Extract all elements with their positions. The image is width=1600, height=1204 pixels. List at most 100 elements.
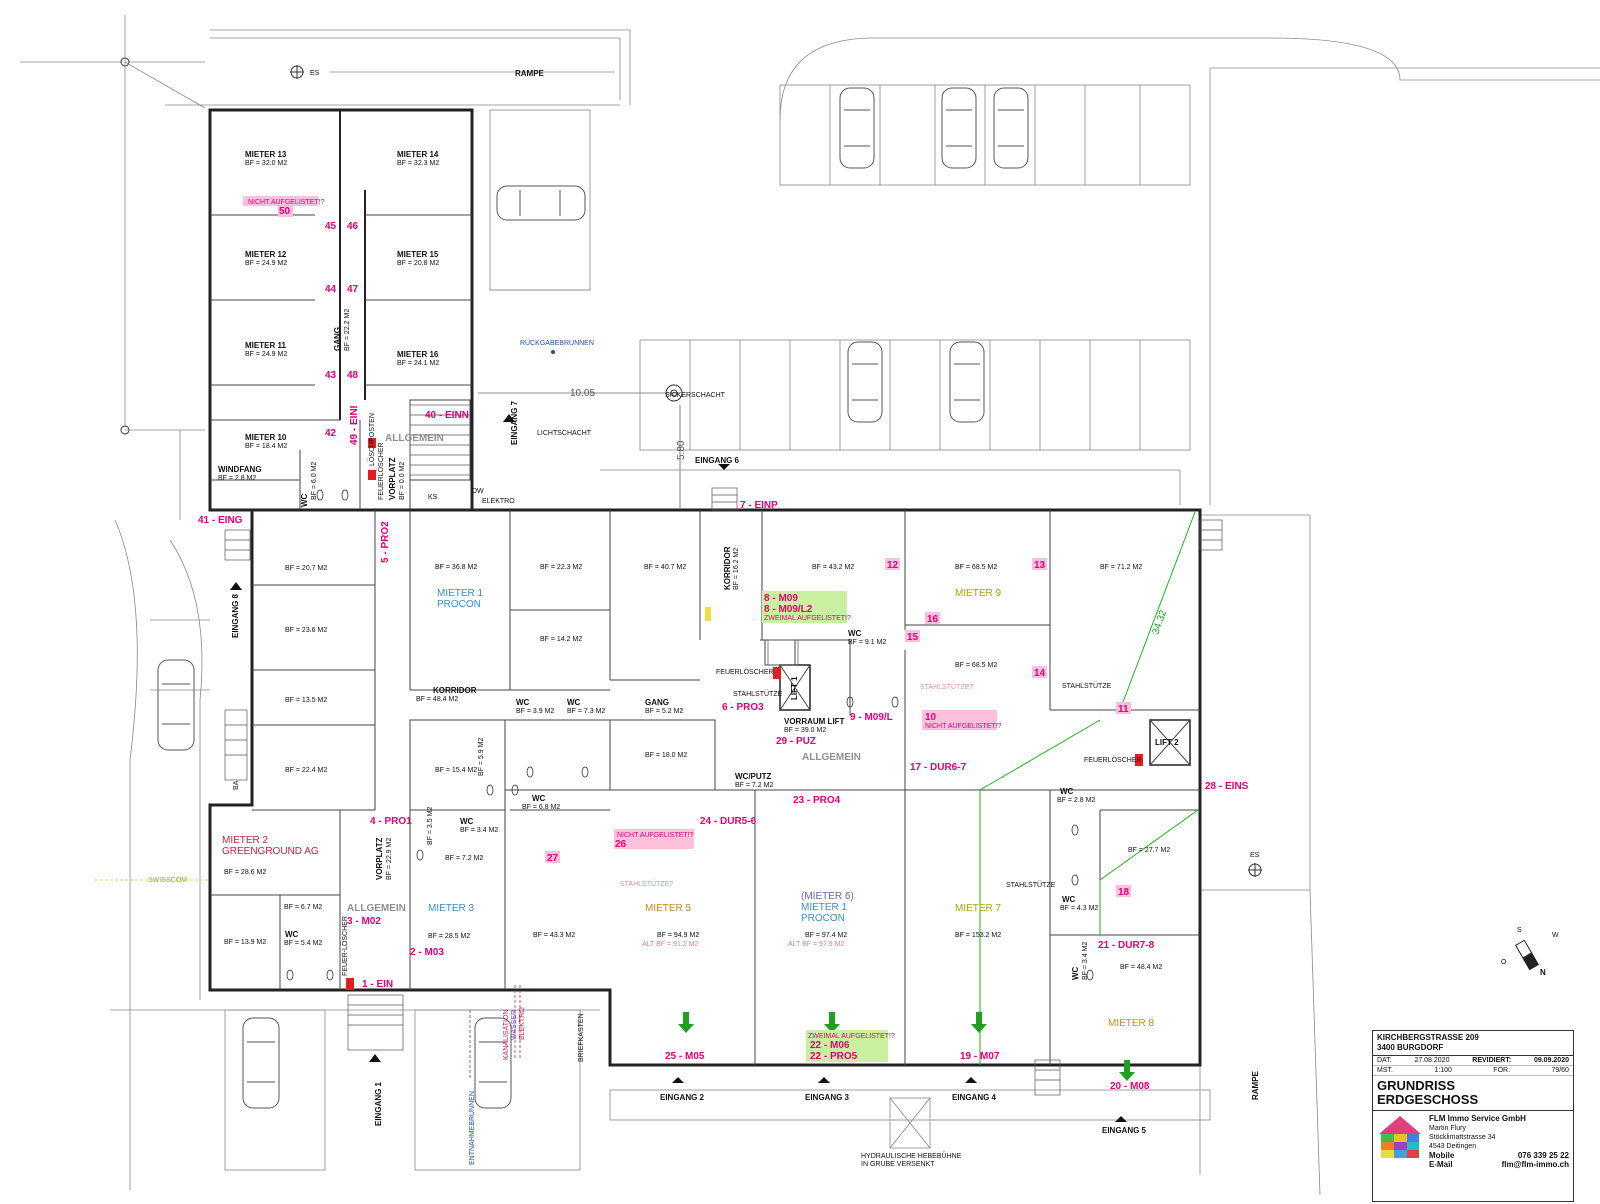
room-name: WC bbox=[848, 629, 862, 638]
compass-n: N bbox=[1540, 968, 1546, 977]
access-marker: 7 - EINP bbox=[740, 500, 778, 511]
room-name: KORRIDOR bbox=[723, 546, 732, 590]
area-label: ALT BF = 91.2 M2 bbox=[642, 941, 698, 948]
access-marker: 8 - M09/L2 bbox=[764, 604, 813, 615]
car-icon bbox=[847, 341, 883, 423]
note-text: NICHT AUFGELISTET!? bbox=[617, 832, 694, 839]
company-details: FLM Immo Service GmbH Martin Flury Stöck… bbox=[1429, 1114, 1569, 1169]
company-logo-icon bbox=[1379, 1116, 1421, 1158]
area-label: BF = 48.4 M2 bbox=[1120, 964, 1162, 971]
room-area: BF = 24.1 M2 bbox=[397, 360, 439, 367]
room-area: BF = 7.2 M2 bbox=[735, 782, 773, 789]
room-name: MIETER 14 bbox=[397, 150, 439, 159]
access-marker: 3 - M02 bbox=[347, 916, 381, 927]
arrow-down-icon bbox=[718, 464, 730, 470]
area-label: BF = 23.6 M2 bbox=[285, 627, 327, 634]
drawing-title-2: ERDGESCHOSS bbox=[1377, 1092, 1479, 1107]
door-number: 15 bbox=[907, 632, 919, 643]
room-name: WC bbox=[532, 794, 546, 803]
access-marker: 2 - M03 bbox=[410, 947, 444, 958]
room-name: WC bbox=[1062, 895, 1076, 904]
note-text: ZWEIMAL AUFGELISTET!? bbox=[808, 1033, 895, 1040]
arrow-up-icon bbox=[230, 582, 242, 590]
door-number: 50 bbox=[279, 206, 291, 217]
entnahme-label: ENTNAHMEBRUNNEN bbox=[469, 1091, 476, 1165]
door-number: 42 bbox=[325, 428, 337, 439]
elektro-conduit-label: ELEKTRO bbox=[519, 1007, 526, 1040]
access-marker: 4 - PRO1 bbox=[370, 816, 412, 827]
note-highlights bbox=[243, 196, 1143, 1062]
es-label: ES bbox=[310, 70, 320, 77]
room-name: MIETER 12 bbox=[245, 250, 287, 259]
area-label: BF = 28.6 M2 bbox=[224, 869, 266, 876]
door-number: 47 bbox=[347, 284, 359, 295]
tenant-labels: MIETER 1 PROCON MIETER 9 MIETER 2 GREENG… bbox=[222, 433, 1155, 1029]
date-value: 27.08.2020 bbox=[1414, 1057, 1450, 1064]
door-number: 46 bbox=[347, 221, 359, 232]
entrance-1-label: EINGANG 1 bbox=[374, 1081, 383, 1126]
car-icon bbox=[839, 87, 875, 169]
car-icon bbox=[496, 185, 586, 221]
annotation-notes: NICHT AUFGELISTET!? ZWEIMAL AUFGELISTET!… bbox=[248, 199, 1179, 1040]
note-text: NICHT AUFGELISTET!? bbox=[925, 723, 1002, 730]
room-labels: MIETER 13 BF = 32.0 M2 MIETER 14 BF = 32… bbox=[218, 150, 1098, 980]
access-marker: 40 - EINN bbox=[425, 410, 469, 421]
door-number: 26 bbox=[615, 839, 627, 850]
access-marker: 24 - DUR5-6 bbox=[700, 816, 757, 827]
allgemein-label: ALLGEMEIN bbox=[802, 752, 861, 763]
area-label: BF = 43.2 M2 bbox=[812, 564, 854, 571]
room-area: BF = 48.4 M2 bbox=[416, 696, 458, 703]
area-label: BF = 6.7 M2 bbox=[284, 904, 322, 911]
room-name: VORPLATZ bbox=[388, 457, 397, 500]
room-name: WC bbox=[516, 698, 530, 707]
tenant-name: MIETER 1 bbox=[801, 902, 848, 913]
room-name: GANG bbox=[333, 327, 342, 351]
entrance-8-label: EINGANG 8 bbox=[231, 593, 240, 638]
briefkasten-label: BRIEFKASTEN bbox=[578, 1013, 585, 1062]
access-marker: 22 - M06 bbox=[810, 1040, 850, 1051]
room-area: BF = 4.3 M2 bbox=[1060, 905, 1098, 912]
access-marker: 29 - PUZ bbox=[776, 736, 816, 747]
note-text: FEUER-LÖSCHER bbox=[341, 916, 349, 976]
area-label: BF = 5.9 M2 bbox=[478, 738, 485, 776]
sickerschacht-label: SICKERSCHACHT bbox=[665, 392, 726, 399]
room-area: BF = 32.3 M2 bbox=[397, 160, 439, 167]
car-icon bbox=[993, 87, 1029, 169]
ba-label: BA bbox=[233, 780, 240, 790]
room-name: VORPLATZ bbox=[375, 837, 384, 880]
email-address[interactable]: flm@flm-immo.ch bbox=[1501, 1160, 1569, 1169]
room-area: BF = 18.4 M2 bbox=[245, 443, 287, 450]
arrow-up-icon bbox=[369, 1054, 381, 1062]
room-area: BF = 39.0 M2 bbox=[784, 727, 826, 734]
arrow-down-icon bbox=[971, 1012, 987, 1033]
company-info: FLM Immo Service GmbH Martin Flury Stöck… bbox=[1373, 1111, 1573, 1172]
format-label: FOR. bbox=[1493, 1067, 1511, 1074]
dim-3432: 34.32 bbox=[1150, 608, 1169, 636]
room-name: MIETER 10 bbox=[245, 433, 287, 442]
address-line-2: 3400 BURGDORF bbox=[1377, 1043, 1444, 1052]
room-area: BF = 5.4 M2 bbox=[284, 940, 322, 947]
area-label: BF = 40.7 M2 bbox=[644, 564, 686, 571]
room-name: WC bbox=[1060, 787, 1074, 796]
compass: S W O N bbox=[1501, 927, 1559, 977]
note-text: STAHLSTÜTZE bbox=[1062, 682, 1112, 690]
room-name: WC bbox=[285, 930, 299, 939]
date-row: DAT. 27.08.2020 REVIDIERT: 09.09.2020 bbox=[1373, 1056, 1573, 1066]
door-number: 18 bbox=[1118, 887, 1130, 898]
company-city: 4543 Deitingen bbox=[1429, 1143, 1477, 1150]
area-label: BF = 36.8 M2 bbox=[435, 564, 477, 571]
room-area: BF = 24.9 M2 bbox=[245, 260, 287, 267]
room-name: WC bbox=[567, 698, 581, 707]
room-area: BF = 32.0 M2 bbox=[245, 160, 287, 167]
scale-value: 1:100 bbox=[1434, 1067, 1452, 1074]
allgemein-label: ALLGEMEIN bbox=[347, 903, 406, 914]
entrance-arrows bbox=[230, 414, 1127, 1122]
entrance-5-label: EINGANG 5 bbox=[1102, 1126, 1147, 1135]
tenant-name: MIETER 2 bbox=[222, 835, 269, 846]
room-area: BF = 22.9 M2 bbox=[386, 838, 393, 880]
area-label: BF = 68.5 M2 bbox=[955, 662, 997, 669]
door-number: 16 bbox=[927, 614, 939, 625]
tenant-name: MIETER 1 bbox=[437, 588, 484, 599]
address: KIRCHBERGSTRASSE 209 3400 BURGDORF bbox=[1373, 1031, 1573, 1056]
